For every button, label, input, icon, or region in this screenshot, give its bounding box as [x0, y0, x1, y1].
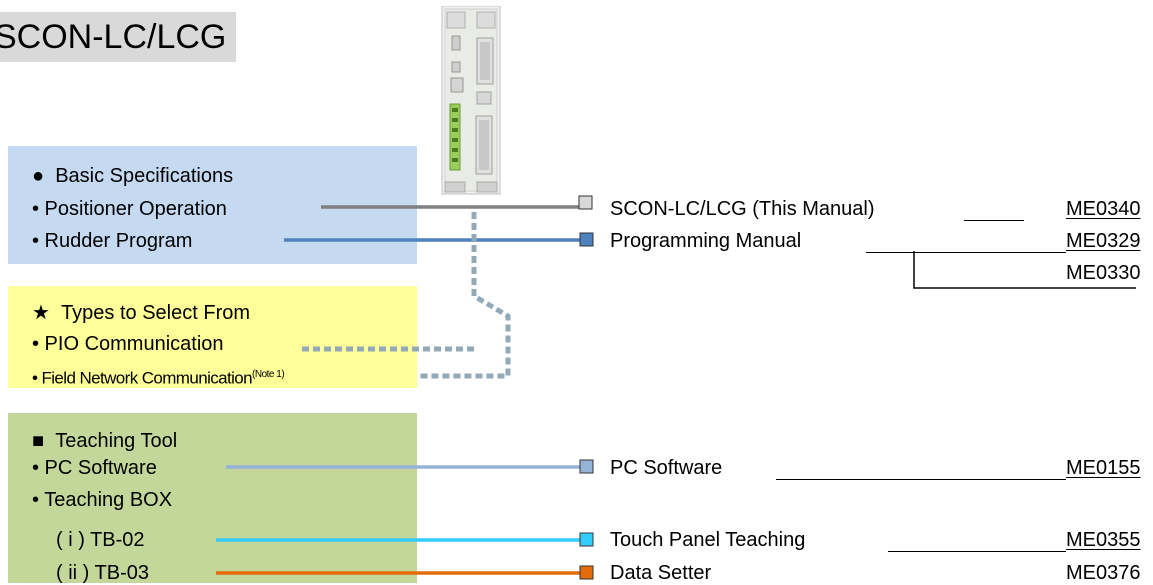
teaching-heading-label: Teaching Tool — [55, 430, 178, 452]
underline — [888, 551, 1066, 552]
manual-pc-software-label: PC Software — [610, 457, 723, 479]
underline — [866, 252, 1066, 253]
list-item: • Teaching BOX — [32, 489, 173, 511]
line-dotted-controller — [420, 212, 511, 379]
list-item: • Rudder Program — [32, 230, 193, 252]
list-item: • PIO Communication — [32, 333, 224, 355]
marker-pc-software — [579, 459, 594, 474]
manual-code: ME0376 — [1066, 562, 1141, 584]
page-title: SCON-LC/LCG — [0, 12, 236, 62]
teaching-heading: ■ Teaching Tool — [32, 429, 177, 453]
list-item: ( ii ) TB-03 — [56, 562, 149, 584]
marker-this-manual — [578, 195, 593, 210]
list-item: • PC Software — [32, 457, 157, 479]
manual-code: ME0329 — [1066, 230, 1141, 252]
list-item-field-network: • Field Network Communication(Note 1) — [32, 363, 285, 391]
list-item: • Positioner Operation — [32, 198, 227, 220]
field-network-label: • Field Network Communication — [32, 368, 253, 388]
marker-data-setter — [579, 565, 594, 580]
marker-touch-panel — [579, 532, 594, 547]
manual-code: ME0340 — [1066, 198, 1141, 220]
teaching-tool-box — [8, 413, 417, 583]
controller-image — [441, 6, 501, 195]
manual-touch-panel-label: Touch Panel Teaching — [610, 529, 806, 551]
manual-programming-label: Programming Manual — [610, 230, 802, 252]
types-box — [8, 286, 417, 388]
star-icon: ★ — [32, 302, 50, 324]
underline — [776, 479, 1066, 480]
types-heading: ★ Types to Select From — [32, 301, 250, 325]
bracket-me0330 — [913, 251, 1136, 289]
marker-programming — [579, 232, 594, 247]
note-marker: (Note 1) — [252, 369, 285, 380]
list-item: ( i ) TB-02 — [56, 529, 145, 551]
types-heading-label: Types to Select From — [61, 302, 251, 324]
basic-heading-label: Basic Specifications — [55, 165, 234, 187]
manual-code: ME0355 — [1066, 529, 1141, 551]
basic-heading: ● Basic Specifications — [32, 164, 233, 188]
underline — [964, 220, 1024, 221]
manual-code: ME0155 — [1066, 457, 1141, 479]
manual-this-manual-label: SCON-LC/LCG (This Manual) — [610, 198, 875, 220]
basic-specifications-box — [8, 146, 417, 264]
manual-code: ME0330 — [1066, 262, 1141, 284]
circle-icon: ● — [32, 165, 45, 187]
square-icon: ■ — [32, 430, 45, 452]
manual-data-setter-label: Data Setter — [610, 562, 712, 584]
